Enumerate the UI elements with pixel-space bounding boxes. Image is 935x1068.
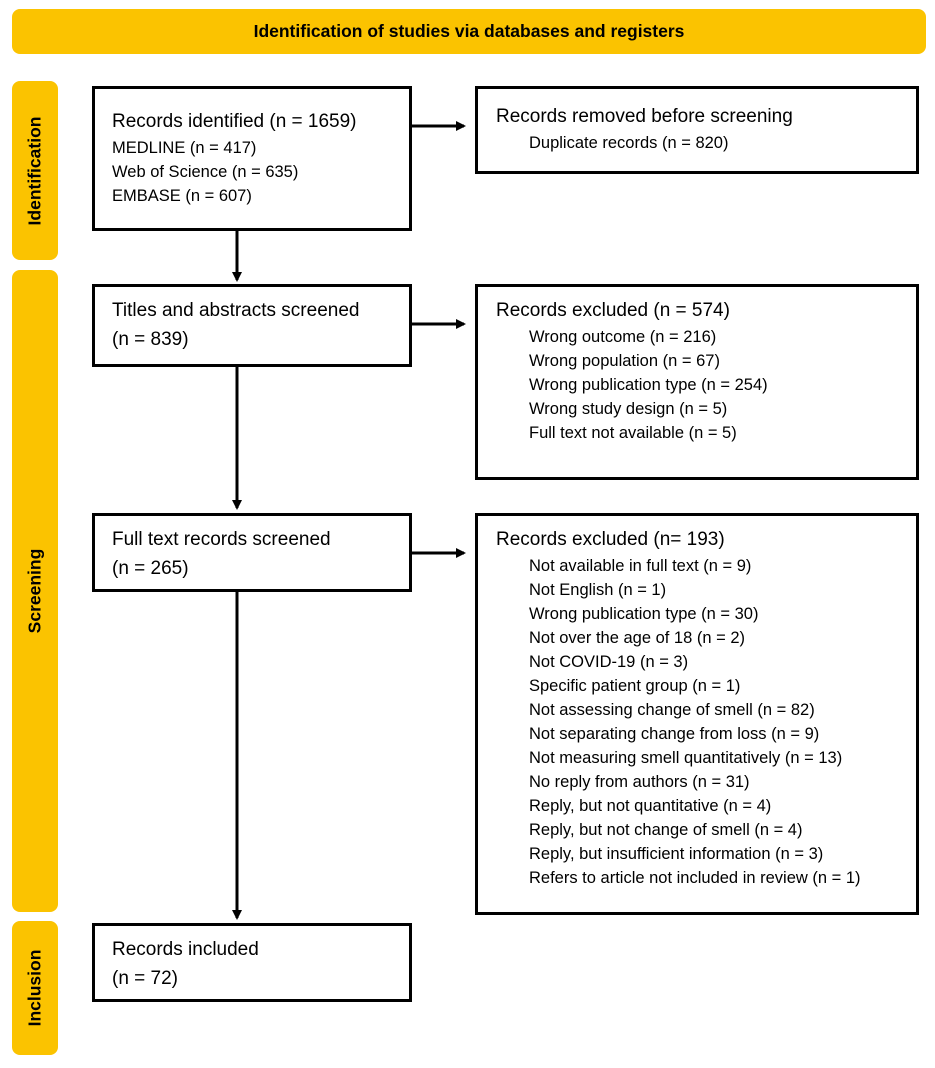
records-excluded-2-item: Wrong publication type (n = 30) xyxy=(529,605,759,623)
records-excluded-2-item: Not separating change from loss (n = 9) xyxy=(529,725,820,743)
records-identified-item: MEDLINE (n = 417) xyxy=(112,139,257,157)
records-excluded-1-item: Wrong population (n = 67) xyxy=(529,352,720,370)
box-records-identified: Records identified (n = 1659) MEDLINE (n… xyxy=(92,86,412,231)
titles-screened-line: Titles and abstracts screened xyxy=(112,300,360,321)
records-excluded-2-item: Refers to article not included in review… xyxy=(529,869,861,887)
header-banner: Identification of studies via databases … xyxy=(12,9,926,54)
phase-inclusion: Inclusion xyxy=(12,921,58,1055)
records-excluded-2-item: Reply, but not quantitative (n = 4) xyxy=(529,797,772,815)
records-excluded-1-item: Wrong outcome (n = 216) xyxy=(529,328,717,346)
phase-identification: Identification xyxy=(12,81,58,260)
records-excluded-2-item: Reply, but not change of smell (n = 4) xyxy=(529,821,803,839)
box-records-excluded-1: Records excluded (n = 574) Wrong outcome… xyxy=(475,284,919,480)
records-removed-title: Records removed before screening xyxy=(496,106,793,127)
fulltext-screened-line: (n = 265) xyxy=(112,558,189,579)
records-excluded-2-item: Not COVID-19 (n = 3) xyxy=(529,653,689,671)
records-included-line: Records included xyxy=(112,939,259,960)
records-excluded-2-item: Not measuring smell quantitatively (n = … xyxy=(529,749,843,767)
box-records-removed: Records removed before screening Duplica… xyxy=(475,86,919,174)
records-excluded-1-item: Wrong study design (n = 5) xyxy=(529,400,728,418)
records-excluded-1-item: Wrong publication type (n = 254) xyxy=(529,376,768,394)
records-excluded-2-title: Records excluded (n= 193) xyxy=(496,529,725,550)
records-identified-item: EMBASE (n = 607) xyxy=(112,187,252,205)
records-excluded-2-item: Specific patient group (n = 1) xyxy=(529,677,741,695)
fulltext-screened-line: Full text records screened xyxy=(112,529,331,550)
box-records-included: Records included (n = 72) xyxy=(92,923,412,1002)
phase-screening: Screening xyxy=(12,270,58,912)
records-excluded-2-item: Not assessing change of smell (n = 82) xyxy=(529,701,815,719)
records-identified-title: Records identified (n = 1659) xyxy=(112,111,357,132)
box-titles-screened: Titles and abstracts screened (n = 839) xyxy=(92,284,412,367)
box-fulltext-screened: Full text records screened (n = 265) xyxy=(92,513,412,592)
records-excluded-2-item: Not English (n = 1) xyxy=(529,581,667,599)
records-excluded-2-item: Not over the age of 18 (n = 2) xyxy=(529,629,746,647)
records-identified-item: Web of Science (n = 635) xyxy=(112,163,299,181)
records-removed-item: Duplicate records (n = 820) xyxy=(529,134,729,152)
records-excluded-1-item: Full text not available (n = 5) xyxy=(529,424,737,442)
records-excluded-1-title: Records excluded (n = 574) xyxy=(496,300,730,321)
box-records-excluded-2: Records excluded (n= 193) Not available … xyxy=(475,513,919,915)
titles-screened-line: (n = 839) xyxy=(112,329,189,350)
records-excluded-2-item: No reply from authors (n = 31) xyxy=(529,773,750,791)
header-title: Identification of studies via databases … xyxy=(253,21,685,41)
phase-screening-label: Screening xyxy=(24,548,45,634)
phase-inclusion-label: Inclusion xyxy=(24,949,45,1027)
records-included-line: (n = 72) xyxy=(112,968,179,989)
records-excluded-2-item: Not available in full text (n = 9) xyxy=(529,557,752,575)
phase-identification-label: Identification xyxy=(24,116,45,225)
records-excluded-2-item: Reply, but insufficient information (n =… xyxy=(529,845,824,863)
